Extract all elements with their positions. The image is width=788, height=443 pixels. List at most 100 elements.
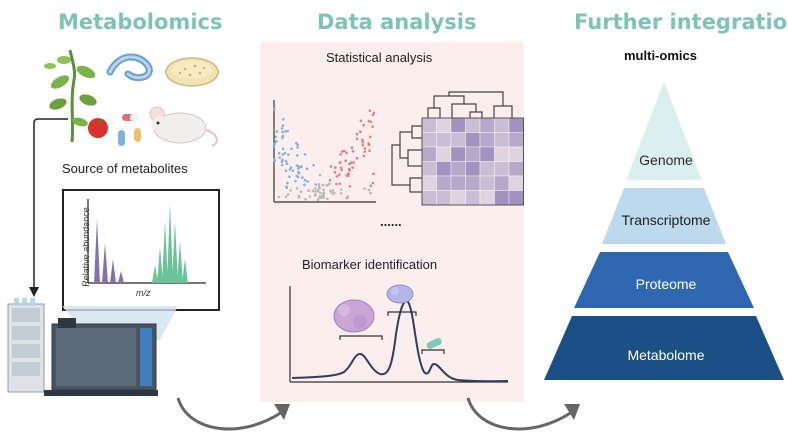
volcano-point bbox=[314, 193, 317, 196]
volcano-point bbox=[314, 190, 317, 193]
top-dendrogram bbox=[427, 91, 513, 118]
volcano-point bbox=[311, 189, 315, 193]
volcano-point bbox=[328, 182, 331, 186]
volcano-point bbox=[346, 195, 350, 198]
volcano-point bbox=[301, 176, 304, 179]
volcano-point bbox=[326, 197, 329, 201]
heatmap-cell bbox=[494, 161, 510, 177]
volcano-point bbox=[295, 174, 298, 178]
heading-further-integration: Further integration bbox=[574, 10, 788, 34]
heatmap-cell bbox=[421, 190, 437, 206]
heatmap-cell bbox=[421, 175, 437, 191]
ms-ylabel: Relative abundance bbox=[80, 207, 91, 287]
volcano-point bbox=[355, 132, 359, 136]
proteome-label: Proteome bbox=[635, 276, 697, 292]
heatmap-cell bbox=[465, 117, 481, 133]
volcano-point bbox=[321, 195, 325, 198]
tomato-icon bbox=[88, 118, 108, 138]
volcano-point bbox=[316, 198, 320, 201]
volcano-point bbox=[355, 156, 359, 160]
volcano-point bbox=[299, 190, 303, 193]
volcano-point bbox=[274, 140, 277, 144]
heatmap-cell bbox=[508, 132, 524, 148]
volcano-point bbox=[340, 168, 343, 172]
volcano-point bbox=[282, 118, 285, 121]
ms-xlabel: m/z bbox=[136, 288, 151, 298]
volcano-point bbox=[304, 197, 307, 201]
volcano-point bbox=[290, 147, 293, 151]
volcano-point bbox=[361, 143, 364, 147]
volcano-point bbox=[296, 146, 299, 149]
heatmap-cell bbox=[465, 132, 481, 148]
heatmap-cell bbox=[436, 175, 452, 191]
volcano-point bbox=[344, 159, 347, 162]
volcano-point bbox=[297, 172, 301, 175]
volcano-points bbox=[272, 108, 376, 202]
volcano-point bbox=[289, 166, 293, 169]
source-to-instrument-arrow bbox=[29, 118, 68, 297]
volcano-point bbox=[368, 135, 372, 139]
volcano-point bbox=[297, 194, 301, 198]
heatmap-cells bbox=[421, 117, 524, 206]
volcano-point bbox=[277, 195, 281, 199]
biomarker-identification-label: Biomarker identification bbox=[302, 257, 438, 272]
volcano-point bbox=[348, 169, 351, 172]
volcano-point bbox=[369, 191, 372, 195]
statistical-analysis-label: Statistical analysis bbox=[326, 50, 433, 65]
volcano-point bbox=[329, 165, 333, 168]
volcano-point bbox=[342, 149, 346, 153]
volcano-point bbox=[317, 190, 320, 193]
volcano-point bbox=[362, 123, 365, 127]
heatmap-cell bbox=[436, 117, 452, 133]
protein-blob-large-icon bbox=[333, 299, 375, 333]
heatmap-cell bbox=[494, 190, 510, 206]
volcano-point bbox=[273, 108, 276, 111]
volcano-point bbox=[368, 109, 372, 113]
volcano-point bbox=[372, 111, 376, 115]
heatmap-cell bbox=[479, 161, 495, 177]
heatmap-cell bbox=[479, 132, 495, 148]
volcano-point bbox=[352, 161, 355, 164]
volcano-point bbox=[363, 150, 366, 153]
sources-illustration bbox=[44, 49, 219, 147]
volcano-point bbox=[331, 189, 335, 192]
heatmap-cell bbox=[494, 146, 510, 162]
volcano-point bbox=[345, 151, 348, 155]
heatmap-cell bbox=[465, 175, 481, 191]
heatmap-cell bbox=[450, 161, 466, 177]
volcano-point bbox=[361, 140, 365, 144]
volcano-point bbox=[281, 124, 285, 127]
heatmap-cell bbox=[450, 117, 466, 133]
worm-icon bbox=[106, 53, 153, 82]
petri-dish-icon bbox=[165, 57, 219, 87]
volcano-point bbox=[369, 184, 373, 187]
volcano-point bbox=[351, 149, 355, 153]
heatmap-cell bbox=[436, 132, 452, 148]
heatmap-cell bbox=[436, 146, 452, 162]
pyramid-layer-transcriptome bbox=[602, 188, 726, 244]
volcano-point bbox=[338, 161, 342, 164]
volcano-point bbox=[339, 188, 343, 191]
heatmap-cell bbox=[421, 161, 437, 177]
volcano-point bbox=[296, 154, 299, 157]
purple-peaks bbox=[94, 219, 124, 283]
volcano-point bbox=[351, 166, 354, 169]
volcano-point bbox=[361, 138, 364, 142]
volcano-point bbox=[369, 120, 373, 124]
volcano-point bbox=[371, 181, 375, 185]
arrow-to-data-analysis bbox=[176, 397, 290, 431]
heatmap-cell bbox=[508, 161, 524, 177]
volcano-point bbox=[372, 172, 375, 176]
heatmap-cell bbox=[450, 175, 466, 191]
volcano-point bbox=[317, 183, 321, 186]
volcano-point bbox=[286, 181, 289, 185]
heatmap-cell bbox=[450, 146, 466, 162]
volcano-point bbox=[296, 143, 299, 147]
volcano-point bbox=[325, 184, 329, 187]
volcano-point bbox=[359, 130, 362, 133]
volcano-point bbox=[313, 187, 317, 190]
volcano-point bbox=[295, 164, 299, 167]
volcano-point bbox=[362, 154, 366, 158]
volcano-point bbox=[286, 129, 289, 133]
volcano-point bbox=[363, 147, 367, 150]
